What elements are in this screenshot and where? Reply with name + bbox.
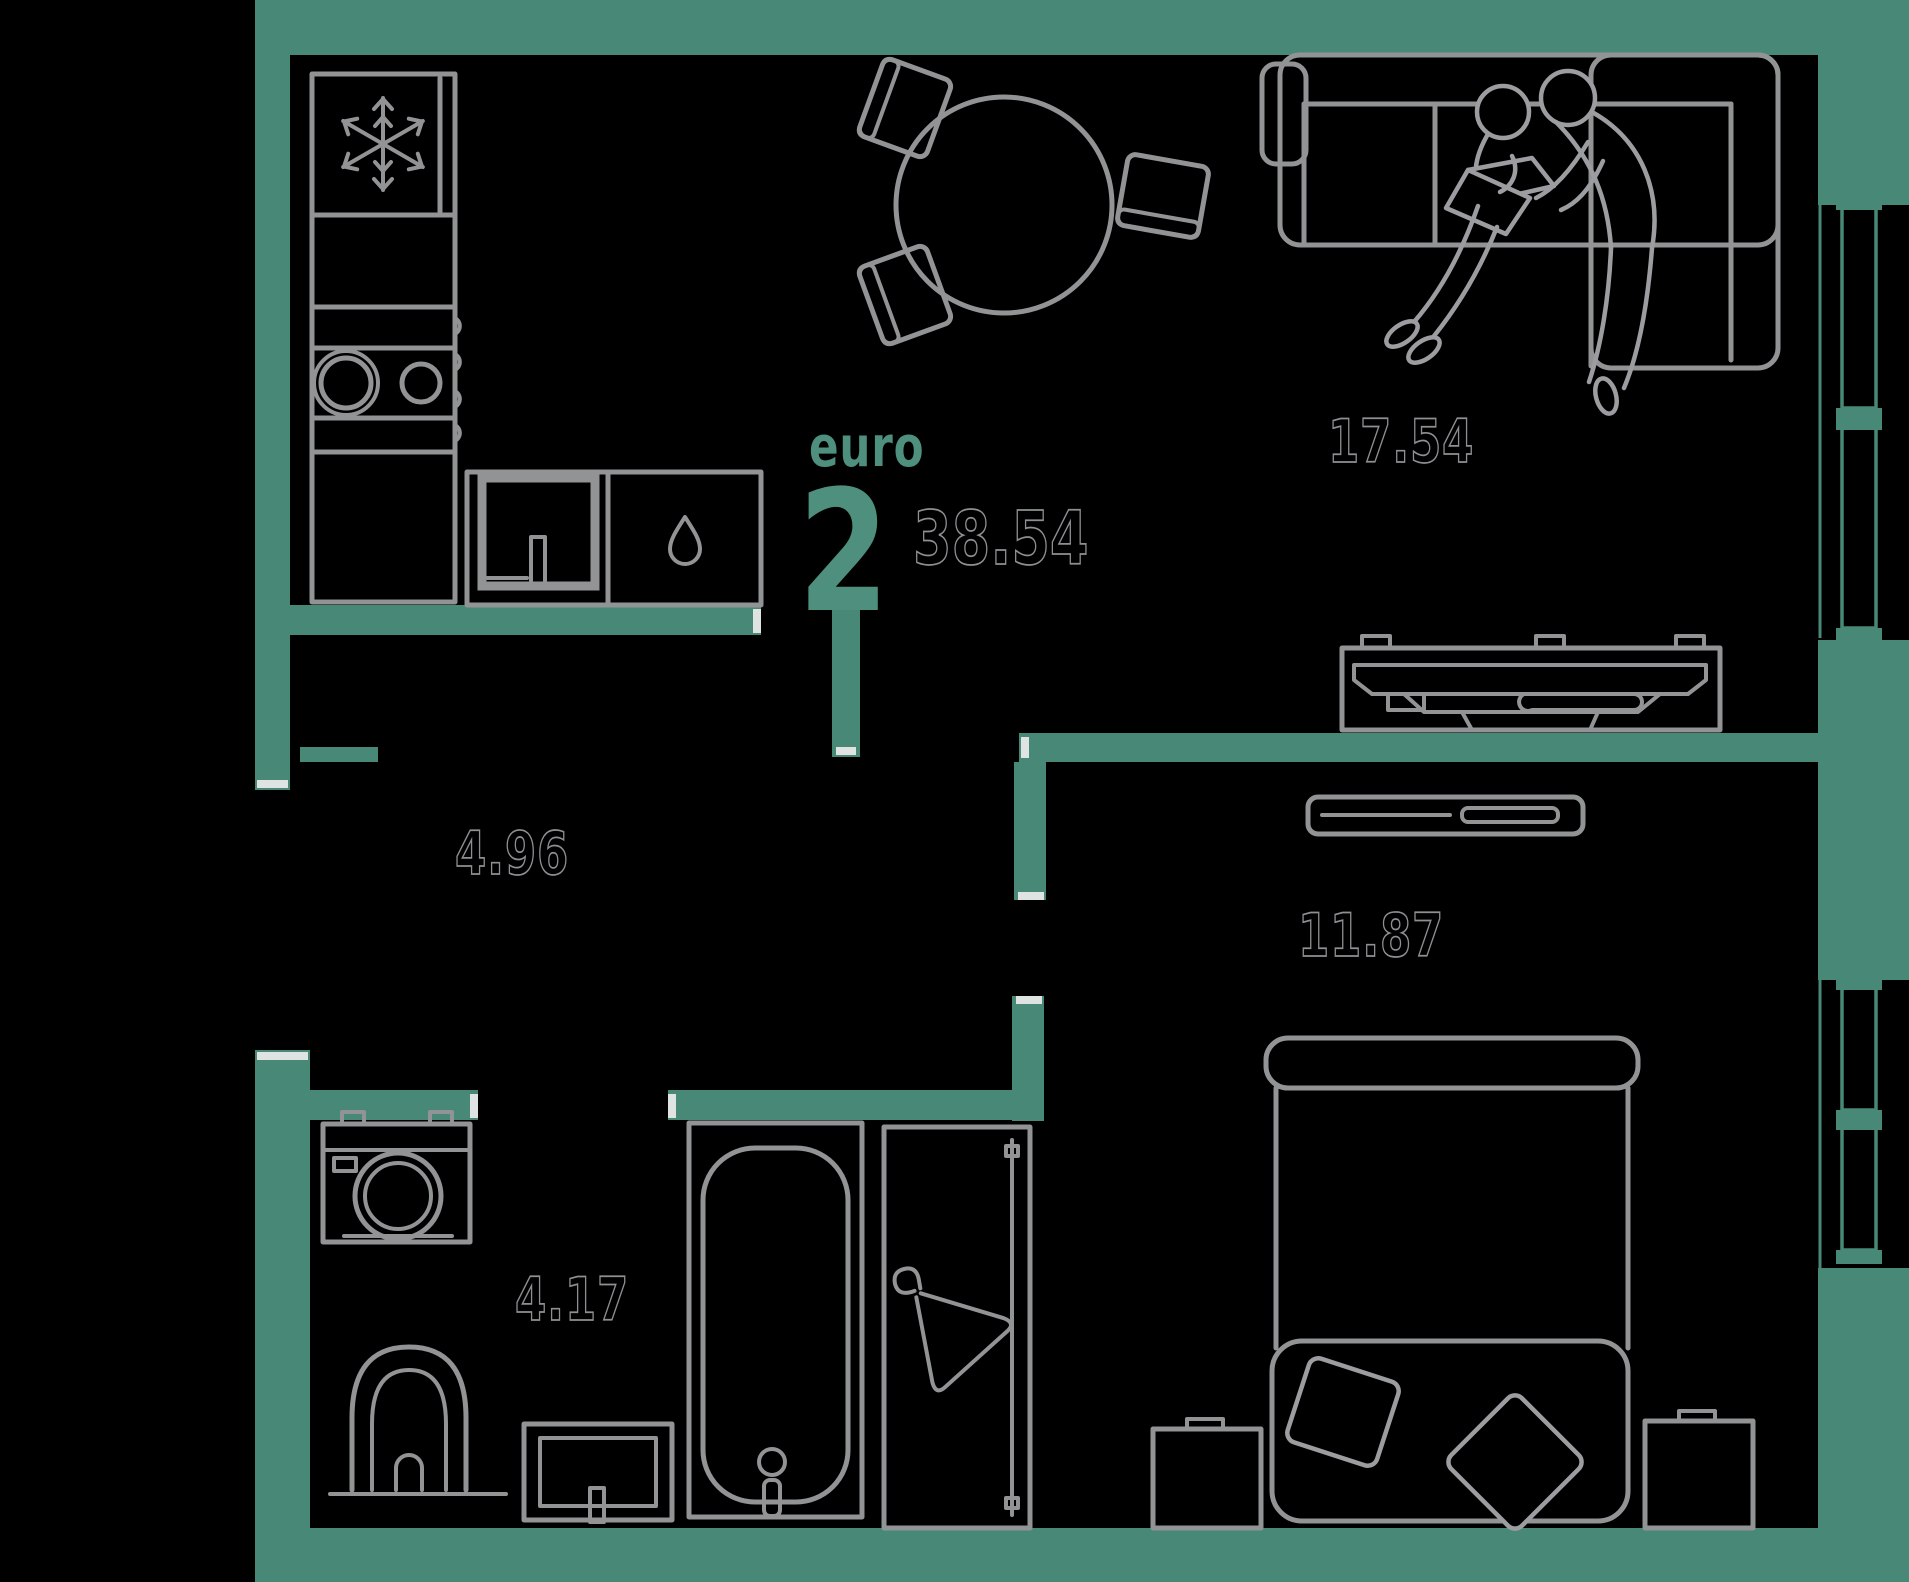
pillow (1446, 1393, 1584, 1531)
tv-console-bedroom (1305, 794, 1586, 837)
plan-type-label: euro (809, 415, 925, 480)
bed (1263, 1035, 1641, 1531)
plan-rooms-count: 2 (798, 454, 890, 650)
door-jamb-marks (257, 609, 1044, 1118)
kitchen-counter (309, 71, 462, 605)
window-bedroom (1818, 975, 1882, 1268)
dining-table (893, 94, 1115, 316)
sofa (1259, 52, 1781, 371)
bathtub (686, 1120, 865, 1520)
washing-machine (320, 1110, 473, 1245)
area-label-bedroom: 11.87 (1297, 901, 1445, 971)
walls (255, 0, 1909, 1582)
snowflake-icon (341, 96, 425, 192)
pillow (1285, 1355, 1401, 1469)
window-living (1818, 196, 1882, 642)
toilet (328, 1344, 508, 1496)
nightstand-right (1642, 1409, 1756, 1531)
area-label-bathroom: 4.17 (514, 1265, 630, 1335)
plan-total-area: 38.54 (912, 496, 1089, 582)
area-label-living-kitchen: 17.54 (1327, 407, 1475, 477)
kitchen-cabinet-sink2 (605, 469, 764, 608)
stove (312, 349, 443, 417)
bathroom-sink (521, 1421, 675, 1524)
area-label-hallway: 4.96 (454, 819, 570, 889)
people-on-sofa (1384, 68, 1657, 416)
kitchen-sink-cabinet (464, 469, 611, 608)
wardrobe (881, 1124, 1033, 1531)
nightstand-left (1150, 1417, 1264, 1531)
tv-unit-living (1339, 634, 1723, 733)
fridge (341, 75, 443, 215)
hanger-icon (892, 1266, 1013, 1393)
dining-chairs (856, 56, 1211, 347)
water-drop-icon (668, 515, 702, 566)
